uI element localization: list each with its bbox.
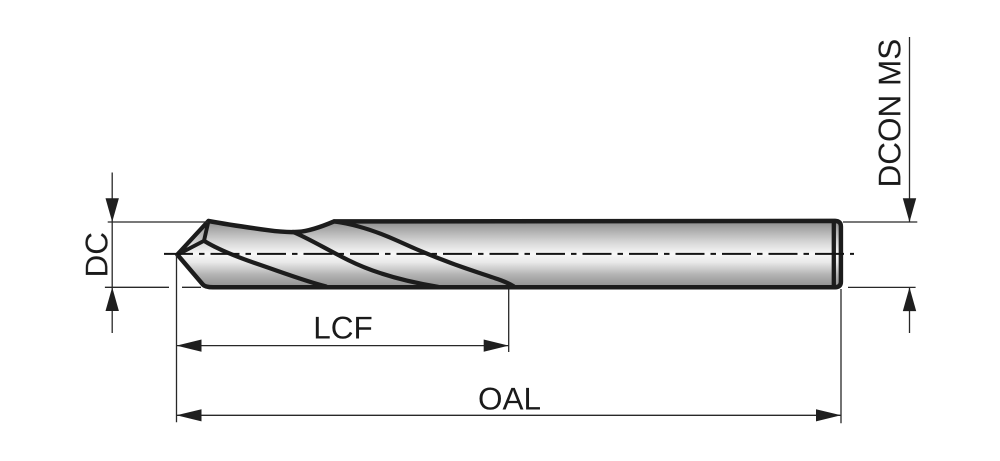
svg-text:OAL: OAL: [478, 381, 541, 417]
svg-text:DCON MS: DCON MS: [871, 39, 907, 188]
svg-text:LCF: LCF: [313, 310, 373, 346]
svg-text:DC: DC: [78, 232, 114, 278]
